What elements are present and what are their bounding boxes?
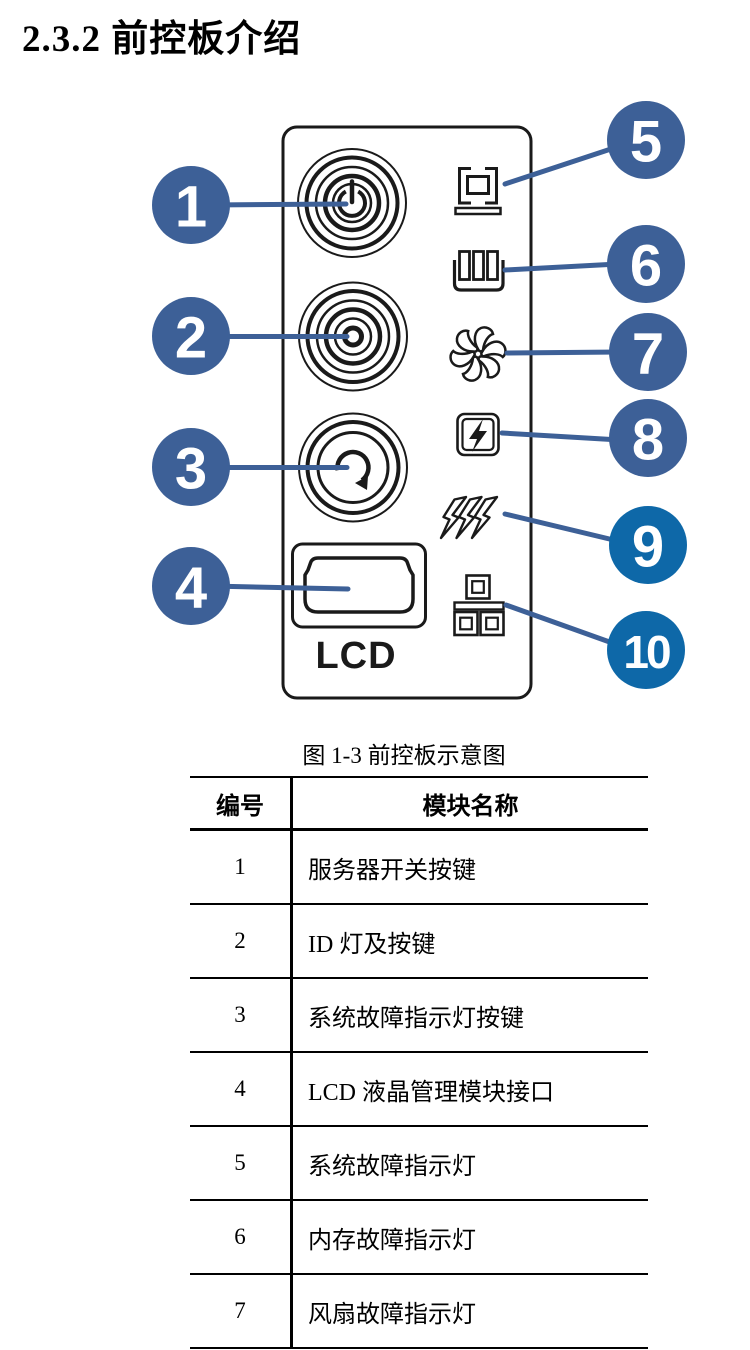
table-header-number: 编号 — [190, 778, 293, 828]
row-number: 1 — [190, 831, 293, 903]
callout-5: 5 — [607, 101, 685, 179]
table-row: 5 系统故障指示灯 — [190, 1127, 648, 1201]
svg-text:6: 6 — [630, 234, 662, 299]
callout-9: 9 — [609, 506, 687, 584]
svg-text:7: 7 — [632, 322, 664, 387]
row-name: 风扇故障指示灯 — [308, 1301, 476, 1328]
row-number: 4 — [190, 1053, 293, 1125]
system-fault-screen-icon — [454, 167, 502, 216]
row-number: 5 — [190, 1127, 293, 1199]
row-number: 6 — [190, 1201, 293, 1273]
table-row: 4 LCD 液晶管理模块接口 — [190, 1053, 648, 1127]
table-row: 3 系统故障指示灯按键 — [190, 979, 648, 1053]
callout-3: 3 — [152, 428, 230, 506]
svg-text:8: 8 — [632, 408, 664, 473]
table-row: 2 ID 灯及按键 — [190, 905, 648, 979]
callout-6: 6 — [607, 225, 685, 303]
page-title: 2.3.2 前控板介绍 — [22, 19, 302, 60]
svg-text:3: 3 — [175, 437, 207, 502]
row-name: 系统故障指示灯按键 — [308, 1005, 524, 1032]
callout-10: 10 — [607, 611, 685, 689]
row-number: 7 — [190, 1275, 293, 1347]
svg-text:10: 10 — [623, 626, 670, 678]
callout-8: 8 — [609, 399, 687, 477]
table-header-name: 模块名称 — [422, 793, 519, 820]
module-table: 编号 模块名称 1 服务器开关按键 2 ID 灯及按键 3 系统故障指示灯按键 … — [190, 776, 648, 1349]
memory-dimm-icon — [452, 250, 505, 292]
svg-text:2: 2 — [175, 306, 207, 371]
svg-text:4: 4 — [175, 556, 207, 621]
table-row: 7 风扇故障指示灯 — [190, 1275, 648, 1349]
callout-2: 2 — [152, 297, 230, 375]
callout-leader-lines — [207, 143, 625, 648]
triple-lightning-icon — [439, 495, 499, 540]
callout-7: 7 — [609, 313, 687, 391]
row-number: 2 — [190, 905, 293, 977]
row-name: ID 灯及按键 — [308, 931, 436, 958]
svg-text:1: 1 — [175, 175, 207, 240]
callout-4: 4 — [152, 547, 230, 625]
svg-text:5: 5 — [630, 110, 662, 175]
table-row: 1 服务器开关按键 — [190, 831, 648, 905]
row-name: 内存故障指示灯 — [308, 1227, 476, 1254]
callout-1: 1 — [152, 166, 230, 244]
row-name: 系统故障指示灯 — [308, 1153, 476, 1180]
table-row: 6 内存故障指示灯 — [190, 1201, 648, 1275]
table-header-row: 编号 模块名称 — [190, 778, 648, 831]
row-name: LCD 液晶管理模块接口 — [308, 1079, 554, 1106]
network-nodes-icon — [453, 574, 505, 637]
svg-text:9: 9 — [632, 515, 664, 580]
power-fault-bolt-square-icon — [456, 412, 500, 457]
row-name: 服务器开关按键 — [308, 857, 476, 884]
front-panel-diagram: LCD — [152, 101, 687, 700]
row-number: 3 — [190, 979, 293, 1051]
figure-caption: 图 1-3 前控板示意图 — [302, 743, 506, 768]
lcd-label: LCD — [315, 635, 396, 677]
fan-icon — [449, 326, 507, 382]
